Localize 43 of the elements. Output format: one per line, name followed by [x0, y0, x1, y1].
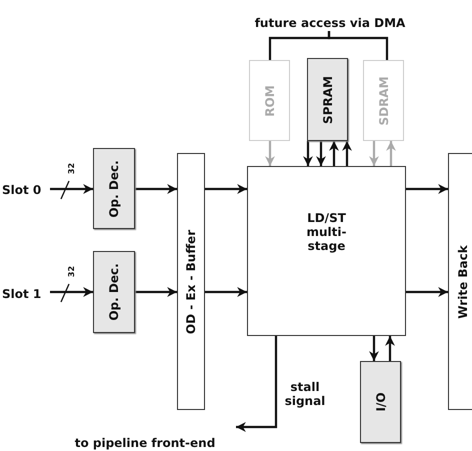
block-label: OD - Ex - Buffer [184, 229, 198, 334]
arrow [205, 184, 247, 194]
block-label: ROM [262, 84, 276, 116]
arrow [385, 336, 395, 361]
arrow [369, 336, 379, 361]
arrow [50, 184, 93, 194]
block-box [307, 58, 348, 141]
arrow [342, 141, 352, 166]
process-box [247, 166, 406, 336]
block-box [93, 251, 135, 333]
block-box [360, 361, 401, 443]
block-label: I/O [374, 392, 388, 412]
arrow [316, 141, 326, 166]
block-box [363, 60, 404, 141]
block-label: SDRAM [376, 76, 390, 126]
text-label: Slot 0 [2, 183, 42, 197]
block-label: SPRAM [320, 76, 334, 124]
arrow [329, 141, 339, 166]
block-box [249, 60, 290, 141]
block-box [93, 148, 135, 229]
arrow [236, 336, 278, 432]
bus-width-label: 32 [67, 162, 76, 174]
arrow [406, 287, 448, 297]
block-label: Op. Dec. [107, 263, 121, 321]
arrow [386, 141, 396, 166]
block-box [177, 153, 205, 410]
block-label: LD/ST multi-stage [306, 211, 348, 253]
arrow [406, 184, 448, 194]
arrow [303, 141, 313, 166]
bus-width-label: 32 [67, 266, 76, 278]
arrow [50, 287, 93, 297]
arrow [205, 287, 247, 297]
text-label: future access via DMA [254, 16, 406, 30]
block-box [448, 153, 472, 410]
arrow [135, 184, 177, 194]
arrow [369, 141, 379, 166]
arrow [265, 141, 275, 166]
arrow [135, 287, 177, 297]
text-label: to pipeline front-end [74, 436, 216, 450]
block-label: Op. Dec. [107, 160, 121, 218]
text-label: Slot 1 [2, 287, 42, 301]
bracket-line [328, 31, 388, 60]
block-label: Write Back [456, 244, 470, 318]
